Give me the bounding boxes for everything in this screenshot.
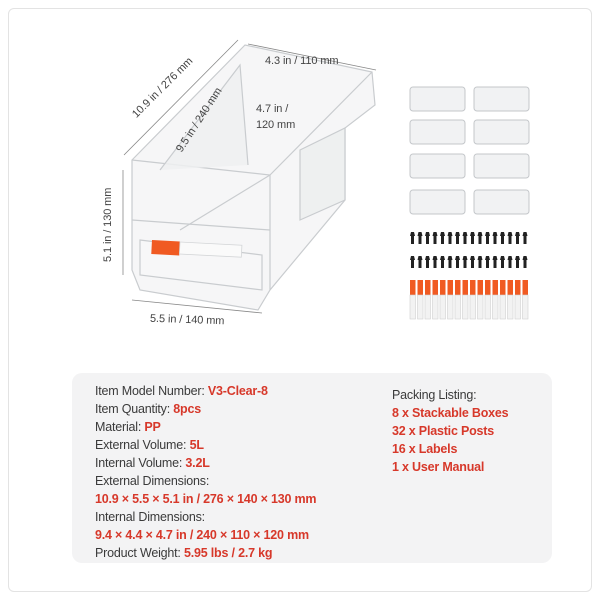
spec-label: Product Weight: [95,546,181,560]
label-piece [522,280,529,320]
label-piece [462,280,469,320]
post-icon [462,256,468,268]
packing-item: 8 x Stackable Boxes [392,406,509,420]
label-piece [514,280,521,320]
length-dimension-line [123,39,239,156]
spec-value: V3-Clear-8 [207,384,268,398]
post-icon [485,256,490,268]
spec-label: Internal Dimensions: [95,510,205,524]
depth-dimension-line [131,299,263,314]
post-icon [425,256,430,268]
spec-label: External Volume: [95,438,187,452]
post-icon [440,256,445,268]
post-icon [455,232,460,244]
post-icon [432,232,438,244]
post-icon [455,256,460,268]
spec-label: Internal Volume: [95,456,183,470]
width-dimension-line [247,43,377,71]
post-icon [500,256,505,268]
post-icon [417,256,423,268]
spec-external-dimensions-value: 10.9 × 5.5 × 5.1 in / 276 × 140 × 130 mm [95,492,317,506]
width-label: 4.3 in / 110 mm [265,55,339,67]
label-piece [447,280,454,320]
post-icon [417,232,423,244]
spec-label: Item Quantity: [95,402,171,416]
spec-value: PP [144,420,161,434]
post-icon [462,232,468,244]
spec-value: 8pcs [173,402,201,416]
plastic-posts [410,232,528,268]
spec-internal-dimensions-title: Internal Dimensions: [95,510,205,524]
post-icon [470,232,475,244]
label-piece [477,280,484,320]
spec-label: Material: [95,420,142,434]
spec-material: Material: PP [95,420,161,434]
post-icon [410,232,415,244]
spec-value: 3.2L [185,456,210,470]
post-icon [470,256,475,268]
post-icon [522,232,528,244]
spec-value: 5L [189,438,204,452]
post-icon [485,232,490,244]
label-piece [432,280,439,320]
labels-strip [409,280,529,320]
post-icon [492,232,498,244]
post-icon [410,256,415,268]
spec-internal-volume: Internal Volume: 3.2L [95,456,210,470]
label-piece [417,280,424,320]
spec-value: 5.95 lbs / 2.7 kg [183,546,273,560]
spec-value: 10.9 × 5.5 × 5.1 in / 276 × 140 × 130 mm [95,492,317,506]
post-icon [515,256,520,268]
label-piece [484,280,491,320]
post-icon [432,256,438,268]
post-icon [492,256,498,268]
bin-inner-divider [159,63,249,171]
label-piece [424,280,431,320]
post-icon [425,232,430,244]
inner-height-label-line2: 120 mm [256,119,296,131]
post-icon [477,232,483,244]
packing-item: 32 x Plastic Posts [392,424,495,438]
label-slot [151,240,180,256]
inner-height-label-line1: 4.7 in / [256,103,289,115]
spec-model: Item Model Number: V3-Clear-8 [95,384,268,398]
spec-weight: Product Weight: 5.95 lbs / 2.7 kg [95,546,273,560]
label-piece [454,280,461,320]
mini-bins [409,86,530,215]
packing-item: 1 x User Manual [392,460,485,474]
spec-internal-dimensions-value: 9.4 × 4.4 × 4.7 in / 240 × 110 × 120 mm [95,528,309,542]
post-icon [507,232,513,244]
label-piece [492,280,499,320]
spec-value: 9.4 × 4.4 × 4.7 in / 240 × 110 × 120 mm [95,528,309,542]
post-icon [500,232,505,244]
spec-label: External Dimensions: [95,474,210,488]
spec-external-dimensions-title: External Dimensions: [95,474,209,488]
depth-label: 5.5 in / 140 mm [149,312,225,328]
label-piece [469,280,476,320]
post-icon [440,232,445,244]
height-label: 5.1 in / 130 mm [102,187,114,262]
post-icon [477,256,483,268]
label-piece [409,280,416,320]
spec-external-volume: External Volume: 5L [95,438,204,452]
post-icon [522,256,528,268]
label-piece [507,280,514,320]
packing-title: Packing Listing: [392,388,477,402]
label-piece [499,280,506,320]
spec-quantity: Item Quantity: 8pcs [95,402,201,416]
packing-item: 16 x Labels [392,442,458,456]
post-icon [507,256,513,268]
post-icon [515,232,520,244]
label-piece [439,280,446,320]
spec-label: Item Model Number: [95,384,205,398]
post-icon [447,256,453,268]
spec-panel [72,373,552,563]
post-icon [447,232,453,244]
